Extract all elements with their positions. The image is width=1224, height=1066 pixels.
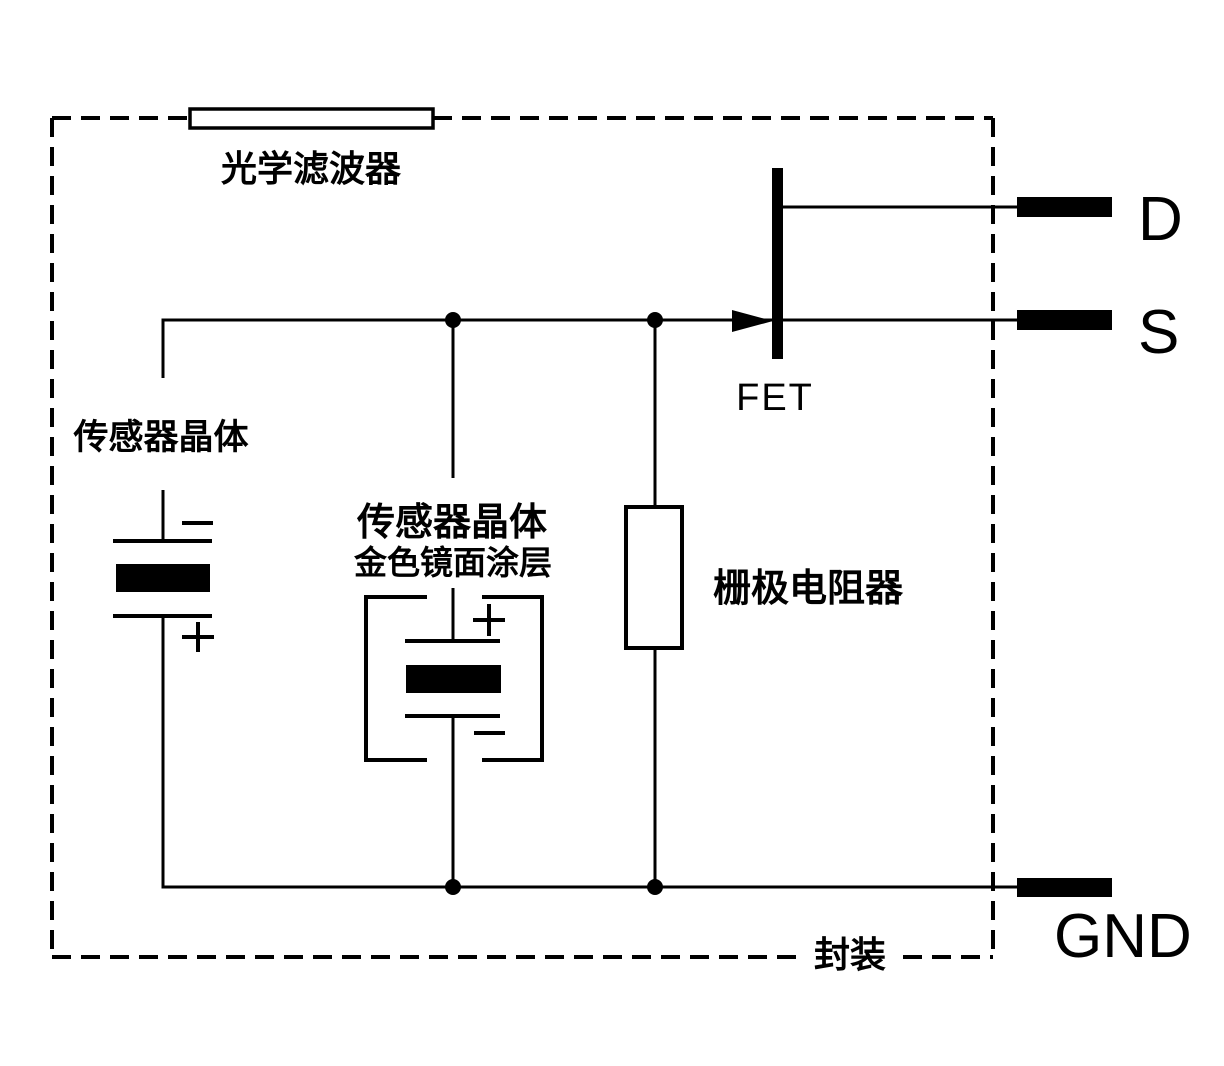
- sensor-crystal-middle: 传感器晶体 金色镜面涂层: [353, 502, 552, 762]
- fet-source-arrow-icon: [732, 310, 773, 332]
- mirror-bracket-right: [482, 595, 544, 762]
- sensor-crystal-middle-label-line1: 传感器晶体: [356, 502, 547, 544]
- gate-resistor-label: 栅极电阻器: [713, 568, 904, 610]
- junction-dots: [445, 312, 663, 895]
- crystal-body: [406, 665, 501, 693]
- gate-resistor: 栅极电阻器: [624, 505, 904, 650]
- optical-filter-label: 光学滤波器: [221, 148, 402, 189]
- fet-gate-bar: [772, 168, 783, 359]
- junction-dot: [445, 879, 461, 895]
- terminal-pad-drain: [1017, 197, 1112, 217]
- optical-filter-symbol: [188, 107, 435, 130]
- plus-sign: [473, 604, 505, 636]
- sensor-crystal-left-label: 传感器晶体: [72, 418, 248, 457]
- terminal-pad-ground: [1017, 878, 1112, 897]
- package-dashed-border: [50, 116, 995, 959]
- sensor-crystal-left: 传感器晶体: [72, 418, 249, 652]
- terminals: D S GND: [1017, 185, 1192, 971]
- wires: [161, 205, 1017, 889]
- package-label: 封装: [814, 934, 886, 975]
- terminal-pad-source: [1017, 310, 1112, 330]
- junction-dot: [445, 312, 461, 328]
- terminal-label-source: S: [1138, 298, 1179, 367]
- mirror-bracket-left: [364, 595, 427, 762]
- crystal-body: [116, 564, 210, 592]
- sensor-crystal-middle-label-line2: 金色镜面涂层: [353, 544, 552, 581]
- junction-dot: [647, 879, 663, 895]
- junction-dot: [647, 312, 663, 328]
- fet-label: FET: [736, 377, 814, 419]
- plus-sign: [182, 622, 214, 652]
- fet: FET: [732, 168, 814, 419]
- gate-resistor-symbol: [624, 505, 684, 650]
- terminal-label-ground: GND: [1054, 902, 1192, 971]
- terminal-label-drain: D: [1138, 185, 1183, 254]
